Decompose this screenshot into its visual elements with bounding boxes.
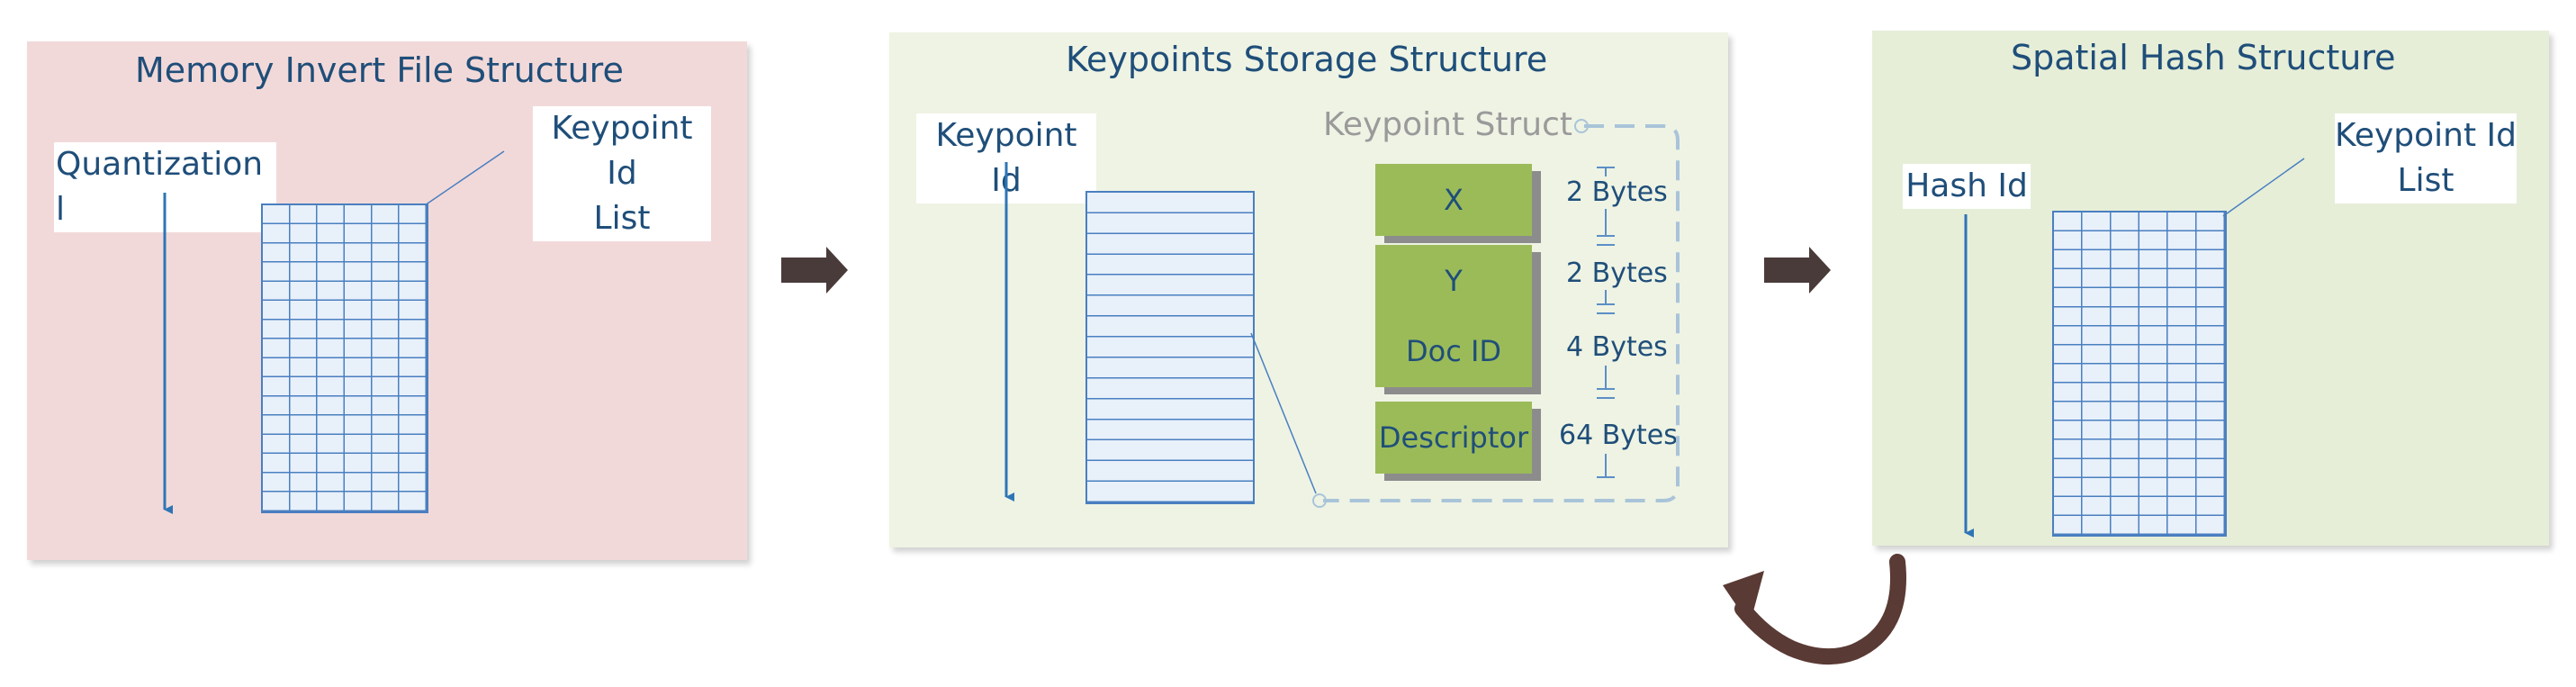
field-x-label: X [1444, 183, 1464, 217]
size-tick-marks [1597, 167, 1615, 478]
bracket-handle-bottom [1312, 493, 1327, 508]
field-y-label: Y [1445, 264, 1463, 298]
field-descriptor-label: Descriptor [1378, 420, 1529, 455]
keypoint-id-list-grid-spatial [2052, 211, 2227, 537]
keypoint-id-list-label-line1: Keypoint Id [551, 110, 693, 192]
keypoint-id-list-label-spatial: Keypoint Id List [2335, 113, 2517, 203]
spatial-list-connector [2222, 158, 2305, 217]
keypoint-records-table [1085, 191, 1255, 504]
field-docid-label: Doc ID [1405, 334, 1502, 368]
feedback-arrow-head [1723, 571, 1764, 625]
spatial-panel-title: Spatial Hash Structure [2011, 38, 2396, 77]
keypoint-struct-bracket [1323, 124, 1680, 502]
keypoint-id-list-label-line1: Keypoint Id [2335, 117, 2517, 154]
flow-arrow-1 [781, 247, 848, 294]
keypoint-id-list-grid-memory [261, 203, 428, 513]
feedback-arrow-curve [1734, 554, 1906, 665]
keypoint-id-list-label-memory: Keypoint Id List [533, 106, 711, 241]
field-descriptor-box: Descriptor [1375, 402, 1532, 474]
field-docid-box: Doc ID [1375, 315, 1532, 387]
field-x-size: 2 Bytes [1566, 176, 1668, 208]
keypoint-id-list-label-line2: List [593, 200, 651, 237]
memory-panel-title: Memory Invert File Structure [135, 50, 624, 90]
field-x-box: X [1375, 164, 1532, 236]
record-to-struct-connector [1250, 332, 1317, 494]
memory-list-connector [424, 150, 505, 206]
flow-arrow-2 [1764, 247, 1831, 294]
field-descriptor-size: 64 Bytes [1559, 420, 1678, 451]
keypoint-id-list-label-line2: List [2397, 162, 2454, 199]
field-docid-size: 4 Bytes [1566, 331, 1668, 363]
bracket-handle-top [1574, 119, 1589, 133]
keypoint-struct-title: Keypoint Struct [1323, 106, 1573, 143]
field-y-size: 2 Bytes [1566, 258, 1668, 289]
hash-id-axis-label: Hash Id [1903, 164, 2031, 209]
field-y-box: Y [1375, 245, 1532, 317]
keypoints-panel-title: Keypoints Storage Structure [1066, 40, 1548, 79]
